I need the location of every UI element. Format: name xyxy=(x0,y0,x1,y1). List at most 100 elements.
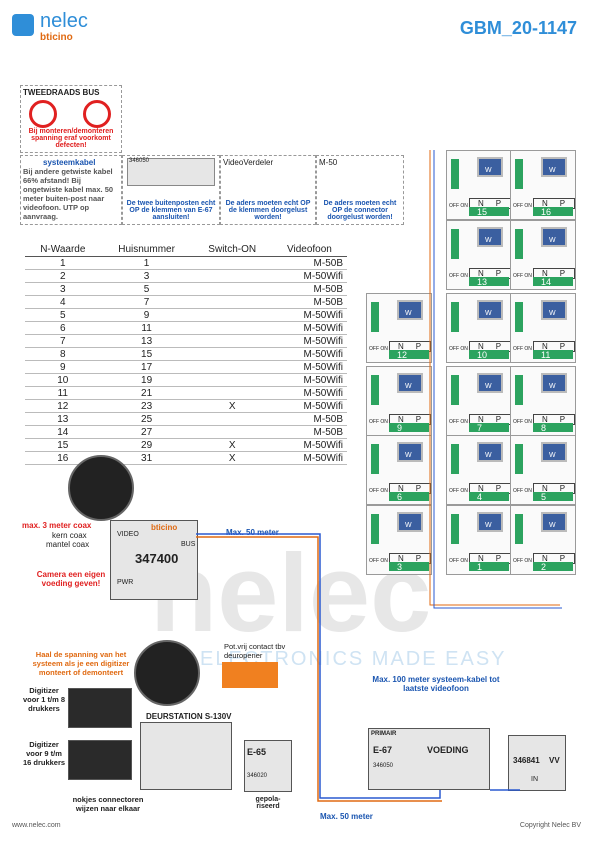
table-cell xyxy=(192,295,272,309)
table-cell: 14 xyxy=(25,425,101,439)
n-value: 2 xyxy=(533,562,573,572)
connector-module xyxy=(451,302,459,332)
table-cell: 29 xyxy=(100,438,193,452)
table-cell: M-50B xyxy=(271,425,347,439)
contact-label: Pot.vrij contact tbv deuropener xyxy=(224,642,286,660)
verdeler-code: 346841 xyxy=(513,756,540,765)
off-on-label: OFF ON xyxy=(449,558,468,564)
digitizer1-label: Digitizer voor 1 t/m 8 drukkers xyxy=(22,686,66,713)
n-value-text: 5 xyxy=(541,492,547,502)
video-label: VIDEO xyxy=(117,531,139,538)
n-value: 14 xyxy=(533,277,573,287)
table-cell: 5 xyxy=(25,308,101,322)
n-label: N xyxy=(398,554,404,563)
connector-module xyxy=(515,159,523,189)
table-cell: 31 xyxy=(100,451,193,465)
n-value-text: 9 xyxy=(397,423,403,433)
off-on-label: OFF ON xyxy=(369,558,388,564)
monitor-icon: W xyxy=(541,442,567,462)
connector-module xyxy=(451,514,459,544)
cable-warning: systeemkabel Bij andere getwiste kabel 6… xyxy=(20,155,122,225)
p-label: P xyxy=(495,415,502,424)
contact-block xyxy=(222,662,278,688)
footer-url: www.nelec.com xyxy=(12,822,61,829)
table-cell: 13 xyxy=(25,412,101,426)
table-cell xyxy=(192,386,272,400)
zoom-circle xyxy=(68,455,134,521)
off-on-label: OFF ON xyxy=(513,346,532,352)
max50-bottom: Max. 50 meter xyxy=(320,812,373,821)
wifi-label: W xyxy=(405,522,412,529)
kern-label: kern coax xyxy=(52,531,87,540)
n-value-text: 14 xyxy=(541,277,552,287)
wifi-label: W xyxy=(549,310,556,317)
e65-label: E-65 xyxy=(247,747,267,757)
n-value: 11 xyxy=(533,350,573,360)
monitor-icon: W xyxy=(541,227,567,247)
videoverdeler-title: VideoVerdeler xyxy=(223,158,274,167)
table-cell: 19 xyxy=(100,373,193,387)
p-label: P xyxy=(495,484,502,493)
wifi-label: W xyxy=(549,237,556,244)
table-cell: 7 xyxy=(100,295,193,309)
monitor-icon: W xyxy=(477,157,503,177)
n-value-text: 4 xyxy=(477,492,483,502)
col-header: Huisnummer xyxy=(100,242,193,257)
monitor-icon: W xyxy=(541,373,567,393)
monitor-icon: W xyxy=(397,442,423,462)
connector-module xyxy=(371,514,379,544)
n-value-text: 11 xyxy=(541,350,551,360)
table-cell xyxy=(192,425,272,439)
n-label: N xyxy=(478,269,484,278)
n-value-text: 3 xyxy=(397,562,403,572)
table-cell xyxy=(192,282,272,296)
monitor-icon: W xyxy=(477,442,503,462)
table-cell: 11 xyxy=(25,386,101,400)
table-cell: 11 xyxy=(100,321,193,335)
n-label: N xyxy=(542,269,548,278)
table-cell: 8 xyxy=(25,347,101,361)
table-cell: 17 xyxy=(100,360,193,374)
e67-module-icon xyxy=(127,158,215,186)
connector-module xyxy=(371,375,379,405)
vv-label: VV xyxy=(549,756,560,765)
table-cell: M-50Wifi xyxy=(271,334,347,348)
digitizer2 xyxy=(68,740,132,780)
table-cell: M-50B xyxy=(271,282,347,296)
n-value-text: 10 xyxy=(477,350,488,360)
table-cell: 4 xyxy=(25,295,101,309)
videoverdeler: 346841 VV IN xyxy=(508,735,566,791)
n-label: N xyxy=(478,342,484,351)
bus-warning: TWEEDRAADS BUS Bij monteren/demonteren s… xyxy=(20,85,122,153)
table-cell: M-50Wifi xyxy=(271,308,347,322)
monitor-icon: W xyxy=(541,512,567,532)
n-value-text: 12 xyxy=(397,350,408,360)
table-cell: 27 xyxy=(100,425,193,439)
module-347400: bticino 347400 VIDEO PWR BUS xyxy=(110,520,198,600)
n-value: 13 xyxy=(469,277,509,287)
connector-module xyxy=(515,229,523,259)
table-cell: 2 xyxy=(25,269,101,283)
off-on-label: OFF ON xyxy=(513,558,532,564)
connector-module xyxy=(371,302,379,332)
logo-text: nelec xyxy=(40,10,88,32)
deurstation xyxy=(140,722,232,790)
coax-max-label: max. 3 meter coax xyxy=(22,521,92,530)
m50-text: De aders moeten echt OP de connector doo… xyxy=(323,200,397,221)
p-label: P xyxy=(559,415,566,424)
connector-module xyxy=(515,444,523,474)
p-label: P xyxy=(495,199,502,208)
in-label: IN xyxy=(531,776,538,783)
off-on-label: OFF ON xyxy=(513,203,532,209)
e65-module: E-65 346020 xyxy=(244,740,292,792)
off-on-label: OFF ON xyxy=(513,488,532,494)
n-value-table: N-Waarde Huisnummer Switch-ON Videofoon … xyxy=(25,242,347,465)
